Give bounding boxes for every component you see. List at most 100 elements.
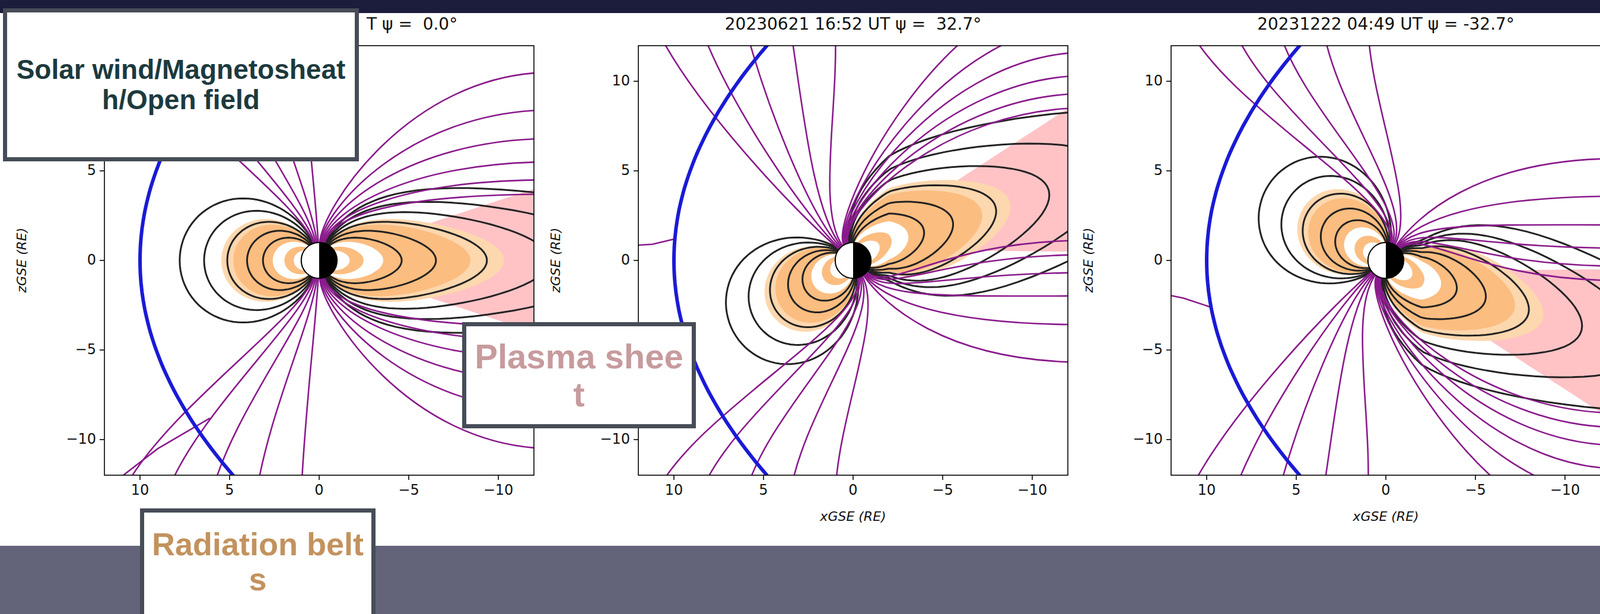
tick-label: 10 [1197, 482, 1217, 499]
tick-label: −5 [1142, 341, 1163, 359]
panel-title: 20231222 04:49 UT ψ = -32.7° [1257, 14, 1515, 34]
open-field-line [1188, 45, 1392, 244]
sheath-field-line [638, 239, 676, 247]
tick-label: −10 [1550, 482, 1581, 499]
region-label-box: Solar wind/Magnetosheath/Open field [2, 8, 359, 162]
tick-mark [1206, 475, 1208, 480]
closed-field-line [1383, 246, 1529, 336]
open-field-line [1233, 45, 1392, 244]
closed-field-line [329, 237, 402, 284]
tick-label: 10 [131, 482, 150, 499]
open-field-line [324, 193, 534, 244]
tick-mark [852, 475, 854, 480]
tick-label: 10 [1144, 72, 1163, 90]
open-field-line [790, 45, 842, 247]
open-field-line [864, 274, 1069, 325]
tick-label: 0 [621, 252, 631, 269]
earth [1368, 242, 1404, 279]
closed-field-line [850, 185, 997, 275]
open-field-line [700, 45, 840, 249]
open-field-line [864, 274, 1068, 297]
open-field-line [1188, 271, 1373, 476]
open-field-line [1278, 273, 1374, 476]
tick-label: −10 [65, 431, 97, 448]
radiation-belt-region [272, 242, 384, 280]
open-field-line [843, 45, 1068, 245]
open-field-line [1322, 274, 1374, 476]
open-field-line [1375, 275, 1600, 476]
tick-mark [318, 475, 320, 480]
tick-label: 5 [224, 482, 234, 499]
earth [835, 242, 871, 279]
radiation-belt-region [221, 218, 505, 302]
closed-field-line [328, 230, 437, 291]
region-label: Plasma sheet [473, 337, 685, 414]
earth-night [319, 242, 337, 279]
region-label: Solar wind/Magnetosheath/Open field [14, 54, 348, 115]
tick-label: 0 [1381, 482, 1390, 499]
tick-mark [99, 170, 105, 172]
closed-field-line [204, 210, 314, 310]
panel-plot [1171, 45, 1600, 476]
open-field-line [1377, 276, 1600, 469]
tick-mark [99, 349, 105, 351]
tick-mark [497, 475, 499, 480]
region-label-box: Plasma sheet [462, 322, 696, 429]
tick-mark [1295, 475, 1297, 480]
panel-title: T ψ = 0.0° [366, 14, 458, 34]
tick-label: 5 [1153, 162, 1163, 180]
tick-mark [99, 259, 105, 262]
open-field-line [745, 45, 841, 248]
tick-mark [673, 475, 675, 480]
open-field-line [866, 240, 1068, 278]
open-field-line [323, 179, 534, 244]
closed-field-line [1381, 225, 1600, 412]
axis-label: zGSE (RE) [1080, 227, 1096, 294]
tick-label: −5 [1464, 482, 1486, 499]
tick-label: −10 [1017, 482, 1048, 499]
tick-mark [633, 170, 639, 172]
tick-mark [1166, 170, 1172, 172]
closed-field-line [227, 221, 313, 299]
tick-mark [762, 475, 765, 480]
tick-label: 0 [848, 482, 858, 499]
tick-mark [1564, 475, 1566, 480]
tick-mark [408, 475, 410, 480]
open-field-line [745, 277, 862, 476]
open-field-line [1395, 158, 1600, 246]
tick-mark [139, 475, 141, 480]
tick-mark [1166, 349, 1172, 351]
tick-mark [1166, 80, 1172, 82]
tick-label: 10 [611, 72, 631, 90]
closed-field-line [325, 212, 534, 310]
tick-mark [1166, 259, 1172, 262]
panel-title: 20230621 16:52 UT ψ = 32.7° [724, 14, 982, 34]
open-field-line [122, 277, 314, 476]
open-field-line [1379, 277, 1600, 428]
closed-field-line [325, 201, 534, 320]
tick-mark [1474, 475, 1477, 480]
open-field-line [1399, 243, 1600, 281]
tick-label: −5 [75, 341, 97, 359]
open-field-line [845, 75, 1068, 244]
open-field-line [1398, 241, 1600, 266]
tick-mark [633, 80, 639, 82]
tick-label: −10 [599, 431, 631, 448]
axis-label: zGSE (RE) [14, 227, 30, 294]
open-field-line [1278, 45, 1395, 244]
tick-label: 5 [621, 162, 631, 180]
open-field-line [847, 107, 1068, 244]
tick-label: 0 [1153, 252, 1163, 269]
tick-label: 0 [314, 482, 324, 499]
panel-plot [638, 45, 1068, 476]
tick-label: −10 [483, 482, 514, 499]
open-field-line [790, 276, 864, 476]
axes-frame [638, 45, 1068, 476]
tick-mark [99, 439, 105, 441]
axis-label: zGSE (RE) [548, 227, 563, 294]
tick-mark [1031, 475, 1033, 480]
tick-label: 5 [758, 482, 768, 499]
tick-label: −5 [931, 482, 953, 499]
tick-label: 0 [87, 252, 97, 269]
open-field-line [1362, 275, 1376, 476]
